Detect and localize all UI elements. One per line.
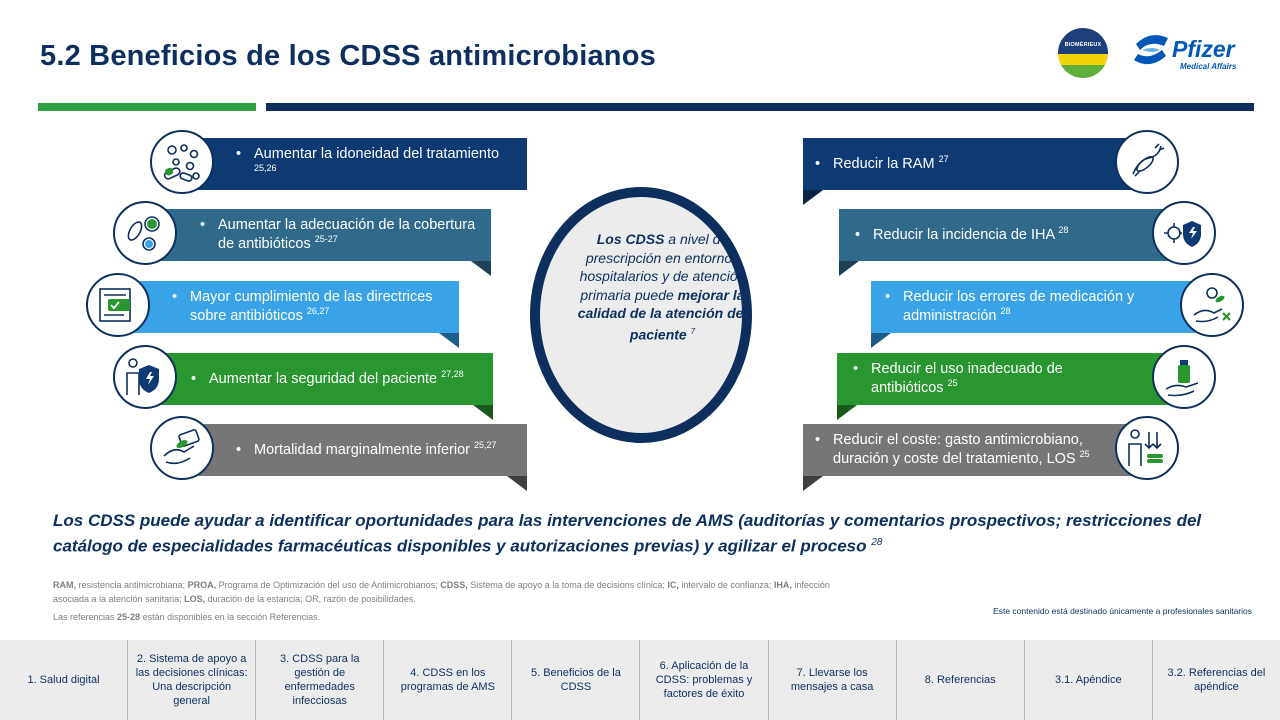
benefit-left-3: Mayor cumplimiento de las directrices so… <box>122 281 459 333</box>
fold-shadow <box>803 476 823 491</box>
bacteria-icon <box>113 201 177 265</box>
benefit-left-4: Aumentar la seguridad del paciente 27,28 <box>148 353 493 405</box>
pills-capsules-icon <box>150 130 214 194</box>
disclaimer: Este contenido está destinado únicamente… <box>993 606 1252 616</box>
medicine-bottle-hand-icon <box>1152 345 1216 409</box>
nav-item-salud-digital[interactable]: 1. Salud digital <box>0 640 129 720</box>
pfizer-logo: Pfizer Medical Affairs <box>1130 28 1254 78</box>
nav-item-beneficios[interactable]: 5. Beneficios de la CDSS <box>512 640 641 720</box>
benefit-right-1: Reducir la RAM 27 <box>803 138 1148 190</box>
references-note: Las referencias 25-28 están disponibles … <box>53 612 321 622</box>
patient-shield-icon <box>113 345 177 409</box>
title-underline-navy <box>266 103 1254 111</box>
summary-statement: Los CDSS puede ayudar a identificar opor… <box>53 511 1202 556</box>
benefit-right-3: Reducir los errores de medicación y admi… <box>871 281 1208 333</box>
hand-pills-error-icon <box>1180 273 1244 337</box>
center-circle <box>540 197 742 433</box>
benefit-left-5: Mortalidad marginalmente inferior 25,27 <box>182 424 527 476</box>
biomerieux-logo: BIOMÉRIEUX <box>1058 28 1108 78</box>
benefit-left-1: Aumentar la idoneidad del tratamiento 25… <box>182 138 527 190</box>
nav-item-apendice[interactable]: 3.1. Apéndice <box>1025 640 1153 720</box>
page-title: 5.2 Beneficios de los CDSS antimicrobian… <box>40 40 656 72</box>
benefit-right-2: Reducir la incidencia de IHA 28 <box>839 209 1182 261</box>
center-statement: Los CDSS a nivel de prescripción en ento… <box>577 231 748 343</box>
fold-shadow <box>471 261 491 276</box>
checklist-document-icon <box>86 273 150 337</box>
nav-item-cdss-ams[interactable]: 4. CDSS en los programas de AMS <box>384 640 513 720</box>
nav-item-referencias-apendice[interactable]: 3.2. Referencias del apéndice <box>1167 667 1266 693</box>
fold-shadow <box>871 333 891 348</box>
title-underline-green <box>38 103 256 111</box>
fold-shadow <box>803 190 823 205</box>
section-nav: 1. Salud digital 2. Sistema de apoyo a l… <box>0 640 1280 720</box>
benefit-text: Aumentar la idoneidad del tratamiento <box>254 146 500 162</box>
nav-item-cdss-gestion[interactable]: 3. CDSS para la gestión de enfermedades … <box>256 640 385 720</box>
nav-item-mensajes[interactable]: 7. Llevarse los mensajes a casa <box>769 640 897 720</box>
nav-item-aplicacion[interactable]: 6. Aplicación de la CDSS: problemas y fa… <box>640 640 769 720</box>
virus-shield-icon <box>1152 201 1216 265</box>
fold-shadow <box>837 405 857 420</box>
benefit-right-5: Reducir el coste: gasto antimicrobiano, … <box>803 424 1148 476</box>
abbreviations: RAM, resistencia antimicrobiana; PROA, P… <box>53 580 830 604</box>
fold-shadow <box>507 476 527 491</box>
fold-shadow <box>839 261 859 276</box>
benefit-left-2: Aumentar la adecuación de la cobertura d… <box>148 209 491 261</box>
fold-shadow <box>439 333 459 348</box>
benefit-right-4: Reducir el uso inadecuado de antibiótico… <box>837 353 1182 405</box>
nav-item-sistema-apoyo[interactable]: 2. Sistema de apoyo a las decisiones clí… <box>128 640 257 720</box>
microbe-icon <box>1115 130 1179 194</box>
nav-item-referencias[interactable]: 8. Referencias <box>897 640 1025 720</box>
pfizer-helix-icon <box>1134 35 1168 65</box>
fold-shadow <box>473 405 493 420</box>
hand-pill-icon <box>150 416 214 480</box>
cost-reduction-icon <box>1115 416 1179 480</box>
